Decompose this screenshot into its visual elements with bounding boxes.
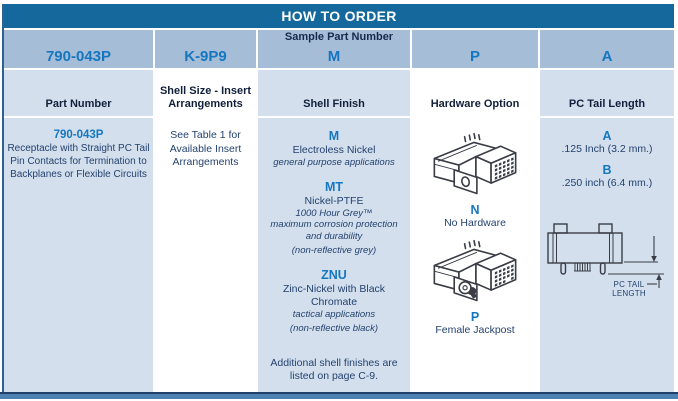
finish-detail: maximum corrosion protection and durabil… xyxy=(270,219,398,242)
finish-code: MT xyxy=(324,179,344,194)
sample-value: M xyxy=(327,48,341,65)
divider xyxy=(4,116,674,118)
hardware-option-cell: N No Hardware xyxy=(412,118,540,392)
sample-part-number-band: 790-043P K-9P9 M P A Sample Part Number xyxy=(4,30,674,68)
insert-arrangements-note: See Table 1 for Available Insert Arrange… xyxy=(169,129,242,168)
finish-detail: 1000 Hour Grey™ xyxy=(295,207,373,219)
column-header-pc-tail-length: PC Tail Length xyxy=(540,70,674,116)
column-header-hardware-option: Hardware Option xyxy=(412,70,540,116)
part-number-description: Receptacle with Straight PC Tail Pin Con… xyxy=(7,143,150,180)
sample-value: A xyxy=(601,48,613,65)
hardware-name-p: Female Jackpost xyxy=(435,324,515,336)
column-header-shell-finish: Shell Finish xyxy=(258,70,412,116)
bottom-steel-bar xyxy=(0,394,678,399)
sample-cell-part-number: 790-043P xyxy=(4,30,155,68)
finish-option-mt: MT Nickel-PTFE 1000 Hour Grey™ maximum c… xyxy=(258,180,410,257)
sample-value: 790-043P xyxy=(45,48,112,65)
pc-tail-diagram-icon xyxy=(547,223,664,288)
finish-name: Electroless Nickel xyxy=(292,144,376,156)
tail-name-a: .125 Inch (3.2 mm.) xyxy=(561,143,653,155)
pc-tail-diagram: PC TAIL LENGTH xyxy=(544,218,670,306)
tail-option-a: A .125 Inch (3.2 mm.) xyxy=(540,129,674,156)
column-header-shell-size: Shell Size - Insert Arrangements xyxy=(155,70,258,116)
table-body: 790-043P Receptacle with Straight PC Tai… xyxy=(4,118,674,392)
shell-finish-footnote: Additional shell finishes are listed on … xyxy=(270,356,398,382)
finish-name: Zinc-Nickel with Black Chromate xyxy=(282,282,386,308)
finish-option-m: M Electroless Nickel general purpose app… xyxy=(258,129,410,169)
pc-tail-label-line1: PC TAIL xyxy=(613,280,645,289)
finish-detail: (non-reflective grey) xyxy=(291,245,377,256)
hardware-code-n: N xyxy=(470,203,480,217)
how-to-order-table: HOW TO ORDER 790-043P K-9P9 M P A xyxy=(2,4,674,392)
tail-name-b: .250 inch (6.4 mm.) xyxy=(561,177,653,189)
divider xyxy=(4,28,674,30)
tail-code-a: A xyxy=(602,129,612,143)
sample-value: P xyxy=(469,48,480,65)
sample-cell-shell-finish: M xyxy=(258,30,412,68)
sample-values-row: 790-043P K-9P9 M P A xyxy=(4,30,674,68)
shell-finish-cell: M Electroless Nickel general purpose app… xyxy=(258,118,412,392)
finish-option-znu: ZNU Zinc-Nickel with Black Chromate tact… xyxy=(258,268,410,335)
connector-female-jackpost-icon xyxy=(433,239,517,302)
part-number-code: 790-043P xyxy=(53,129,104,141)
column-header-part-number: Part Number xyxy=(4,70,155,116)
sample-value: K-9P9 xyxy=(184,48,227,65)
pc-tail-length-label: PC TAIL LENGTH xyxy=(600,280,658,298)
hardware-code-p: P xyxy=(470,310,480,324)
tail-option-b: B .250 inch (6.4 mm.) xyxy=(540,163,674,190)
sample-cell-tail-length: A xyxy=(540,30,674,68)
tail-code-b: B xyxy=(602,163,612,177)
page-title: HOW TO ORDER xyxy=(281,8,397,24)
finish-code: ZNU xyxy=(321,267,347,282)
finish-detail: (non-reflective black) xyxy=(289,323,379,334)
column-header-row: Part Number Shell Size - Insert Arrangem… xyxy=(4,70,674,116)
bottom-dark-line xyxy=(0,392,678,394)
hardware-name-n: No Hardware xyxy=(444,217,506,229)
finish-detail: general purpose applications xyxy=(273,157,395,168)
sample-cell-shell-size: K-9P9 xyxy=(155,30,258,68)
part-number-cell: 790-043P Receptacle with Straight PC Tai… xyxy=(4,118,155,392)
finish-detail: tactical applications xyxy=(292,308,376,320)
how-to-order-header: HOW TO ORDER xyxy=(4,4,674,28)
finish-code: M xyxy=(328,129,340,143)
pc-tail-length-cell: A .125 Inch (3.2 mm.) B .250 inch (6.4 m… xyxy=(540,118,674,392)
pc-tail-label-line2: LENGTH xyxy=(612,289,646,298)
connector-no-hardware-icon xyxy=(433,132,517,195)
insert-arrangements-cell: See Table 1 for Available Insert Arrange… xyxy=(155,118,258,392)
sample-part-number-label: Sample Part Number xyxy=(284,31,394,43)
finish-name: Nickel-PTFE xyxy=(304,194,364,207)
sample-cell-hardware: P xyxy=(412,30,540,68)
divider xyxy=(4,68,674,70)
